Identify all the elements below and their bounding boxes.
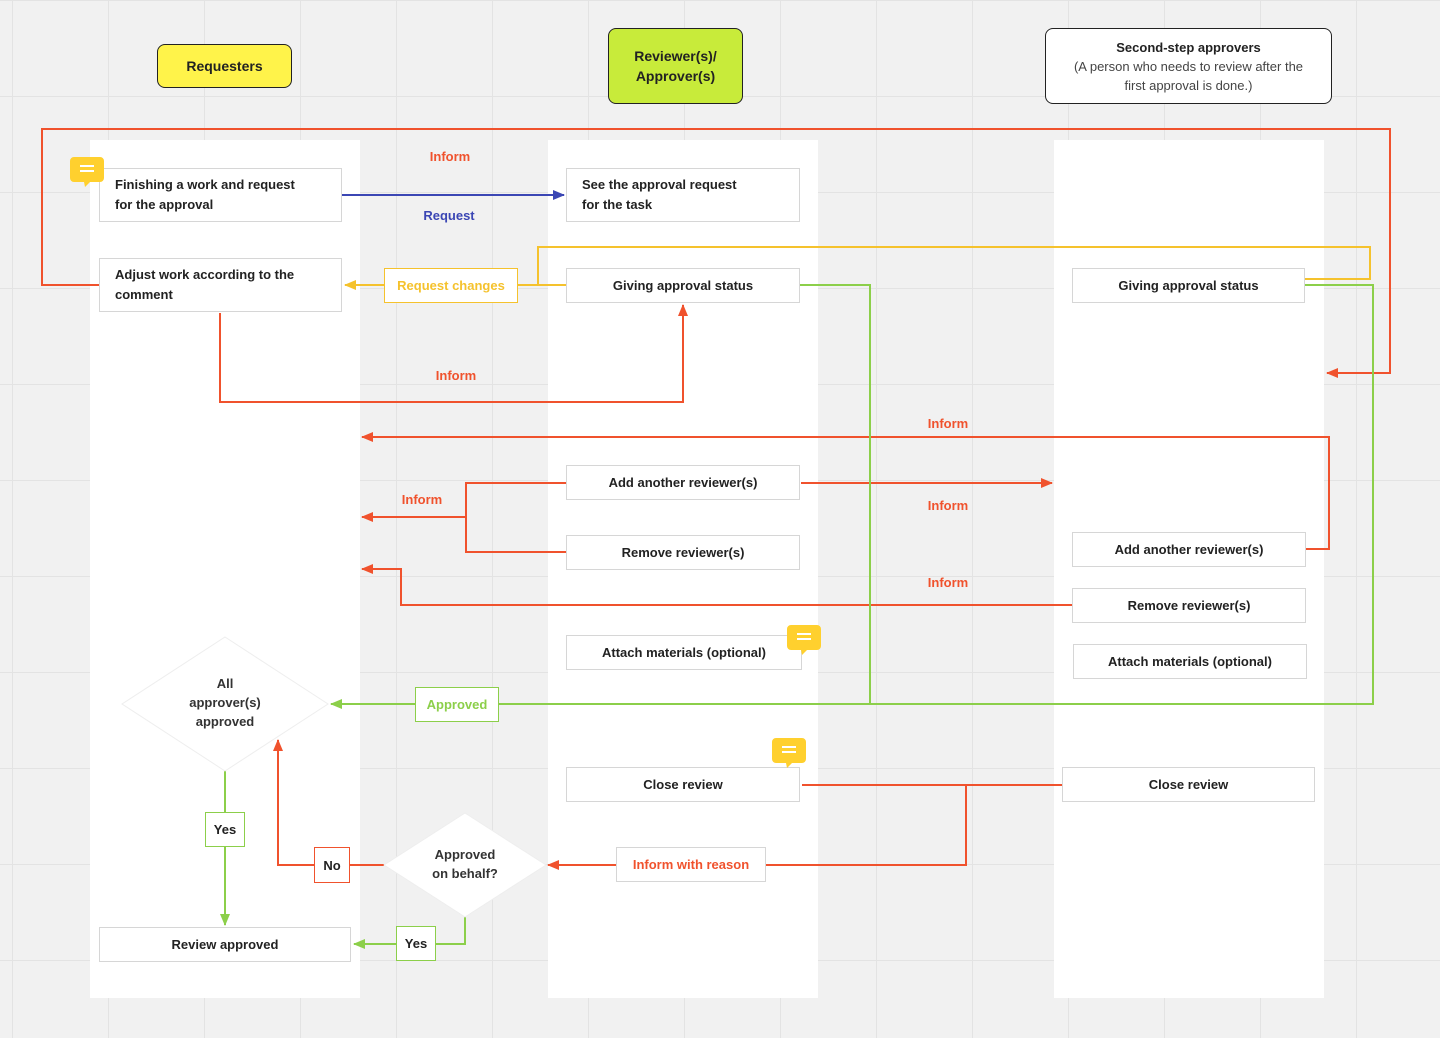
decision-on-behalf-text: Approved on behalf? — [405, 845, 525, 883]
label-request-changes: Request changes — [384, 268, 518, 303]
label-yes-behalf: Yes — [396, 926, 436, 961]
header-approvers-line1: Reviewer(s)/ — [634, 48, 717, 64]
header-approvers-line2: Approver(s) — [635, 68, 716, 84]
giving-status-label: Giving approval status — [612, 277, 754, 293]
header-second-step-note1: (A person who needs to review after the — [1073, 58, 1304, 74]
label-inform-add-to-second: Inform — [927, 498, 969, 513]
header-requesters-label: Requesters — [186, 58, 263, 74]
label-inform-add-remove: Inform — [401, 492, 443, 507]
box-remove-reviewer[interactable]: Remove reviewer(s) — [566, 535, 800, 570]
header-second-step-title: Second-step approvers — [1116, 39, 1261, 55]
decision-line2: approver(s) — [189, 695, 261, 710]
edge-outer-loop — [41, 128, 1391, 378]
second-remove-reviewer-label: Remove reviewer(s) — [1127, 597, 1251, 613]
see-request-line1: See the approval request — [582, 177, 737, 192]
box-see-request[interactable]: See the approval request for the task — [566, 168, 800, 222]
comment-icon[interactable] — [772, 738, 806, 768]
header-second-step-note2: first approval is done.) — [1124, 77, 1253, 93]
box-review-approved[interactable]: Review approved — [99, 927, 351, 962]
edge-yes-behalf — [353, 917, 466, 949]
label-inform-second-add: Inform — [927, 416, 969, 431]
edge-second-remove — [361, 564, 1072, 606]
label-approved: Approved — [415, 687, 499, 722]
finish-line1: Finishing a work and request — [115, 177, 295, 192]
box-add-reviewer[interactable]: Add another reviewer(s) — [566, 465, 800, 500]
box-giving-status[interactable]: Giving approval status — [566, 268, 800, 303]
header-approvers: Reviewer(s)/ Approver(s) — [608, 28, 743, 104]
header-requesters: Requesters — [157, 44, 292, 88]
close-review-label: Close review — [643, 776, 723, 792]
adjust-line2: comment — [115, 287, 173, 302]
box-second-close-review[interactable]: Close review — [1062, 767, 1315, 802]
decision-on-behalf — [383, 812, 547, 918]
label-inform-with-reason: Inform with reason — [616, 847, 766, 882]
decision-all-approved — [121, 636, 329, 772]
box-second-attach[interactable]: Attach materials (optional) — [1073, 644, 1307, 679]
second-add-reviewer-label: Add another reviewer(s) — [1114, 541, 1264, 557]
label-request: Request — [423, 208, 475, 223]
label-inform-second-remove: Inform — [927, 575, 969, 590]
behalf-line1: Approved — [434, 847, 496, 862]
edge-inform-adjust — [219, 304, 688, 403]
see-request-line2: for the task — [582, 197, 653, 212]
label-yes-decision: Yes — [205, 812, 245, 847]
second-attach-label: Attach materials (optional) — [1108, 653, 1272, 669]
box-second-add-reviewer[interactable]: Add another reviewer(s) — [1072, 532, 1306, 567]
edge-approved-second — [870, 284, 1374, 705]
edge-approved — [330, 284, 871, 709]
behalf-line2: on behalf? — [432, 866, 498, 881]
comment-icon[interactable] — [70, 157, 104, 187]
attach-label: Attach materials (optional) — [602, 644, 766, 660]
add-reviewer-label: Add another reviewer(s) — [608, 474, 758, 490]
box-adjust-work[interactable]: Adjust work according to the comment — [99, 258, 342, 312]
box-attach-materials[interactable]: Attach materials (optional) — [566, 635, 802, 670]
label-inform-top: Inform — [429, 149, 471, 164]
decision-line3: approved — [195, 714, 255, 729]
box-finish-request[interactable]: Finishing a work and request for the app… — [99, 168, 342, 222]
edge-yellow-second — [537, 246, 1371, 285]
second-giving-status-label: Giving approval status — [1118, 277, 1259, 293]
header-second-step: Second-step approvers (A person who need… — [1045, 28, 1332, 104]
box-second-remove-reviewer[interactable]: Remove reviewer(s) — [1072, 588, 1306, 623]
adjust-line1: Adjust work according to the — [115, 267, 295, 282]
decision-all-approved-text: All approver(s) approved — [165, 674, 285, 731]
second-close-review-label: Close review — [1148, 776, 1229, 792]
remove-reviewer-label: Remove reviewer(s) — [621, 544, 745, 560]
edge-inform-second-add — [361, 432, 1330, 550]
label-no: No — [314, 847, 350, 883]
comment-icon[interactable] — [787, 625, 821, 655]
label-inform-adjust: Inform — [435, 368, 477, 383]
box-second-giving-status[interactable]: Giving approval status — [1072, 268, 1305, 303]
finish-line2: for the approval — [115, 197, 214, 212]
review-approved-label: Review approved — [171, 936, 279, 952]
box-close-review[interactable]: Close review — [566, 767, 800, 802]
decision-line1: All — [216, 676, 234, 691]
